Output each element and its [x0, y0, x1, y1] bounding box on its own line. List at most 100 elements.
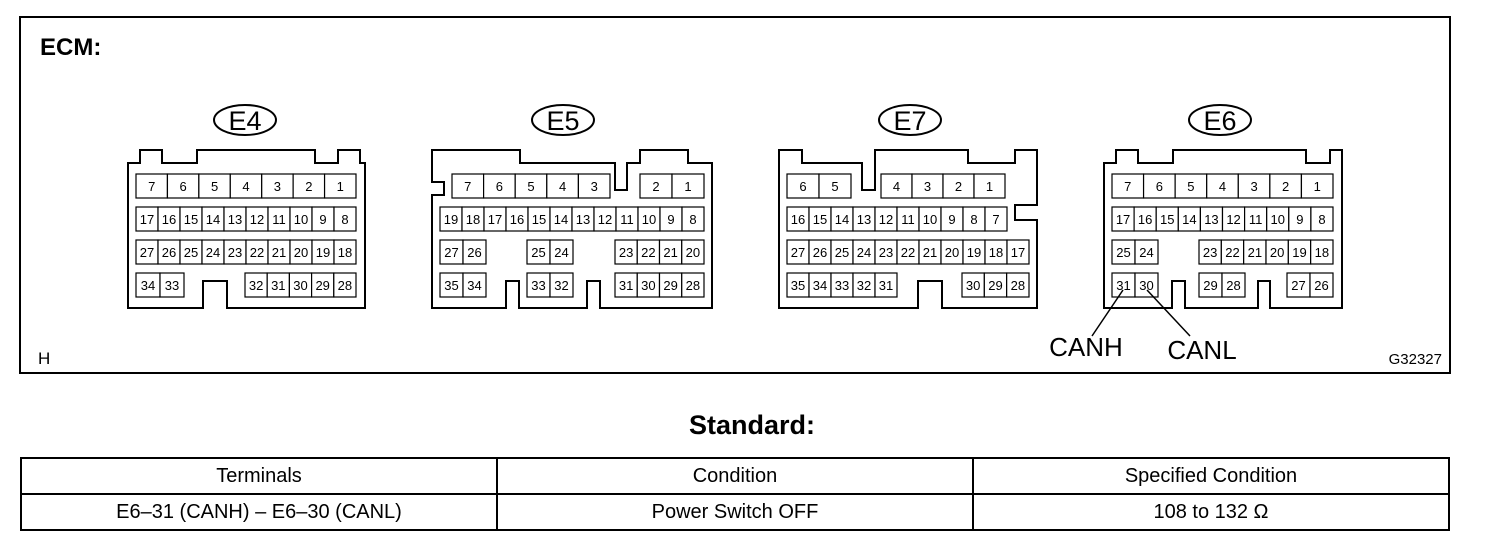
pin-label: 10 — [642, 212, 656, 227]
pin-label: 34 — [467, 278, 481, 293]
pin-cell — [1006, 239, 1030, 265]
pin-label: 17 — [1116, 212, 1130, 227]
pin-label: 7 — [1124, 179, 1131, 194]
pin-label: 19 — [444, 212, 458, 227]
pin-label: 15 — [184, 212, 198, 227]
pin-cell — [1221, 272, 1246, 298]
header-condition: Condition — [496, 457, 974, 495]
pin-label: 25 — [835, 245, 849, 260]
pin-label: 29 — [315, 278, 329, 293]
pin-label: 31 — [879, 278, 893, 293]
pin-label: 14 — [835, 212, 849, 227]
pin-label: 16 — [791, 212, 805, 227]
header-terminals: Terminals — [20, 457, 498, 495]
connector-e4-name: E4 — [228, 106, 261, 136]
pin-cell — [681, 239, 705, 265]
pin-label: 35 — [791, 278, 805, 293]
cell-terminals: E6–31 (CANH) – E6–30 (CANL) — [20, 493, 498, 531]
pin-label: 2 — [1282, 179, 1289, 194]
pin-label: 24 — [857, 245, 871, 260]
pin-label: 1 — [684, 179, 691, 194]
pin-label: 14 — [1182, 212, 1196, 227]
pin-label: 27 — [444, 245, 458, 260]
pin-label: 5 — [527, 179, 534, 194]
pin-label: 13 — [576, 212, 590, 227]
pin-label: 12 — [598, 212, 612, 227]
pin-cell — [1310, 206, 1334, 232]
pin-cell — [1269, 173, 1303, 199]
pin-label: 11 — [272, 212, 286, 227]
pin-label: 1 — [337, 179, 344, 194]
pin-label: 7 — [992, 212, 999, 227]
pin-label: 20 — [294, 245, 308, 260]
pin-label: 22 — [641, 245, 655, 260]
pin-label: 24 — [206, 245, 220, 260]
pin-label: 18 — [989, 245, 1003, 260]
pin-label: 4 — [893, 179, 900, 194]
pin-label: 24 — [1139, 245, 1153, 260]
pin-label: 5 — [1187, 179, 1194, 194]
pin-label: 27 — [1291, 278, 1305, 293]
pin-label: 20 — [1270, 245, 1284, 260]
figure-code: G32327 — [1389, 351, 1442, 368]
pin-label: 34 — [141, 278, 155, 293]
pin-label: 10 — [294, 212, 308, 227]
pin-cell — [333, 206, 357, 232]
standard-table-header-row: Terminals Condition Specified Condition — [20, 457, 1450, 495]
connector-e7-badge — [878, 104, 942, 136]
pin-label: 25 — [531, 245, 545, 260]
cell-condition: Power Switch OFF — [496, 493, 974, 531]
pin-label: 27 — [140, 245, 154, 260]
pin-label: 4 — [242, 179, 249, 194]
pin-label: 16 — [1138, 212, 1152, 227]
connector-e6-name: E6 — [1203, 106, 1236, 136]
pin-label: 17 — [140, 212, 154, 227]
pin-cell — [681, 272, 705, 298]
standard-table: Terminals Condition Specified Condition … — [20, 457, 1450, 531]
pin-label: 8 — [341, 212, 348, 227]
pin-label: 2 — [652, 179, 659, 194]
pin-cell — [818, 173, 852, 199]
pin-label: 13 — [1204, 212, 1218, 227]
pin-label: 4 — [1219, 179, 1226, 194]
pin-label: 31 — [1116, 278, 1130, 293]
pin-cell — [549, 239, 574, 265]
pin-label: 26 — [162, 245, 176, 260]
pin-cell — [1309, 272, 1334, 298]
pin-label: 29 — [1203, 278, 1217, 293]
pin-label: 6 — [180, 179, 187, 194]
pin-cell — [261, 173, 294, 199]
pin-label: 6 — [799, 179, 806, 194]
pin-label: 17 — [1011, 245, 1025, 260]
pin-label: 30 — [966, 278, 980, 293]
pin-cell — [639, 173, 673, 199]
pin-label: 15 — [1160, 212, 1174, 227]
pin-label: 16 — [510, 212, 524, 227]
pin-label: 20 — [945, 245, 959, 260]
pin-label: 22 — [901, 245, 915, 260]
pin-label: 22 — [1225, 245, 1239, 260]
pin-label: 6 — [1156, 179, 1163, 194]
pin-cell — [292, 173, 326, 199]
pin-cell — [1134, 239, 1159, 265]
pin-cell — [1300, 173, 1334, 199]
pin-label: 6 — [496, 179, 503, 194]
pin-label: 21 — [1248, 245, 1262, 260]
pin-cell — [1174, 173, 1208, 199]
pin-label: 11 — [620, 212, 634, 227]
cell-specified-condition: 108 to 132 Ω — [972, 493, 1450, 531]
pin-label: 28 — [686, 278, 700, 293]
pin-label: 23 — [619, 245, 633, 260]
pin-label: 19 — [1292, 245, 1306, 260]
connector-e4-badge — [213, 104, 277, 136]
pin-cell — [166, 173, 200, 199]
pin-label: 12 — [1226, 212, 1240, 227]
pin-cell — [911, 173, 944, 199]
